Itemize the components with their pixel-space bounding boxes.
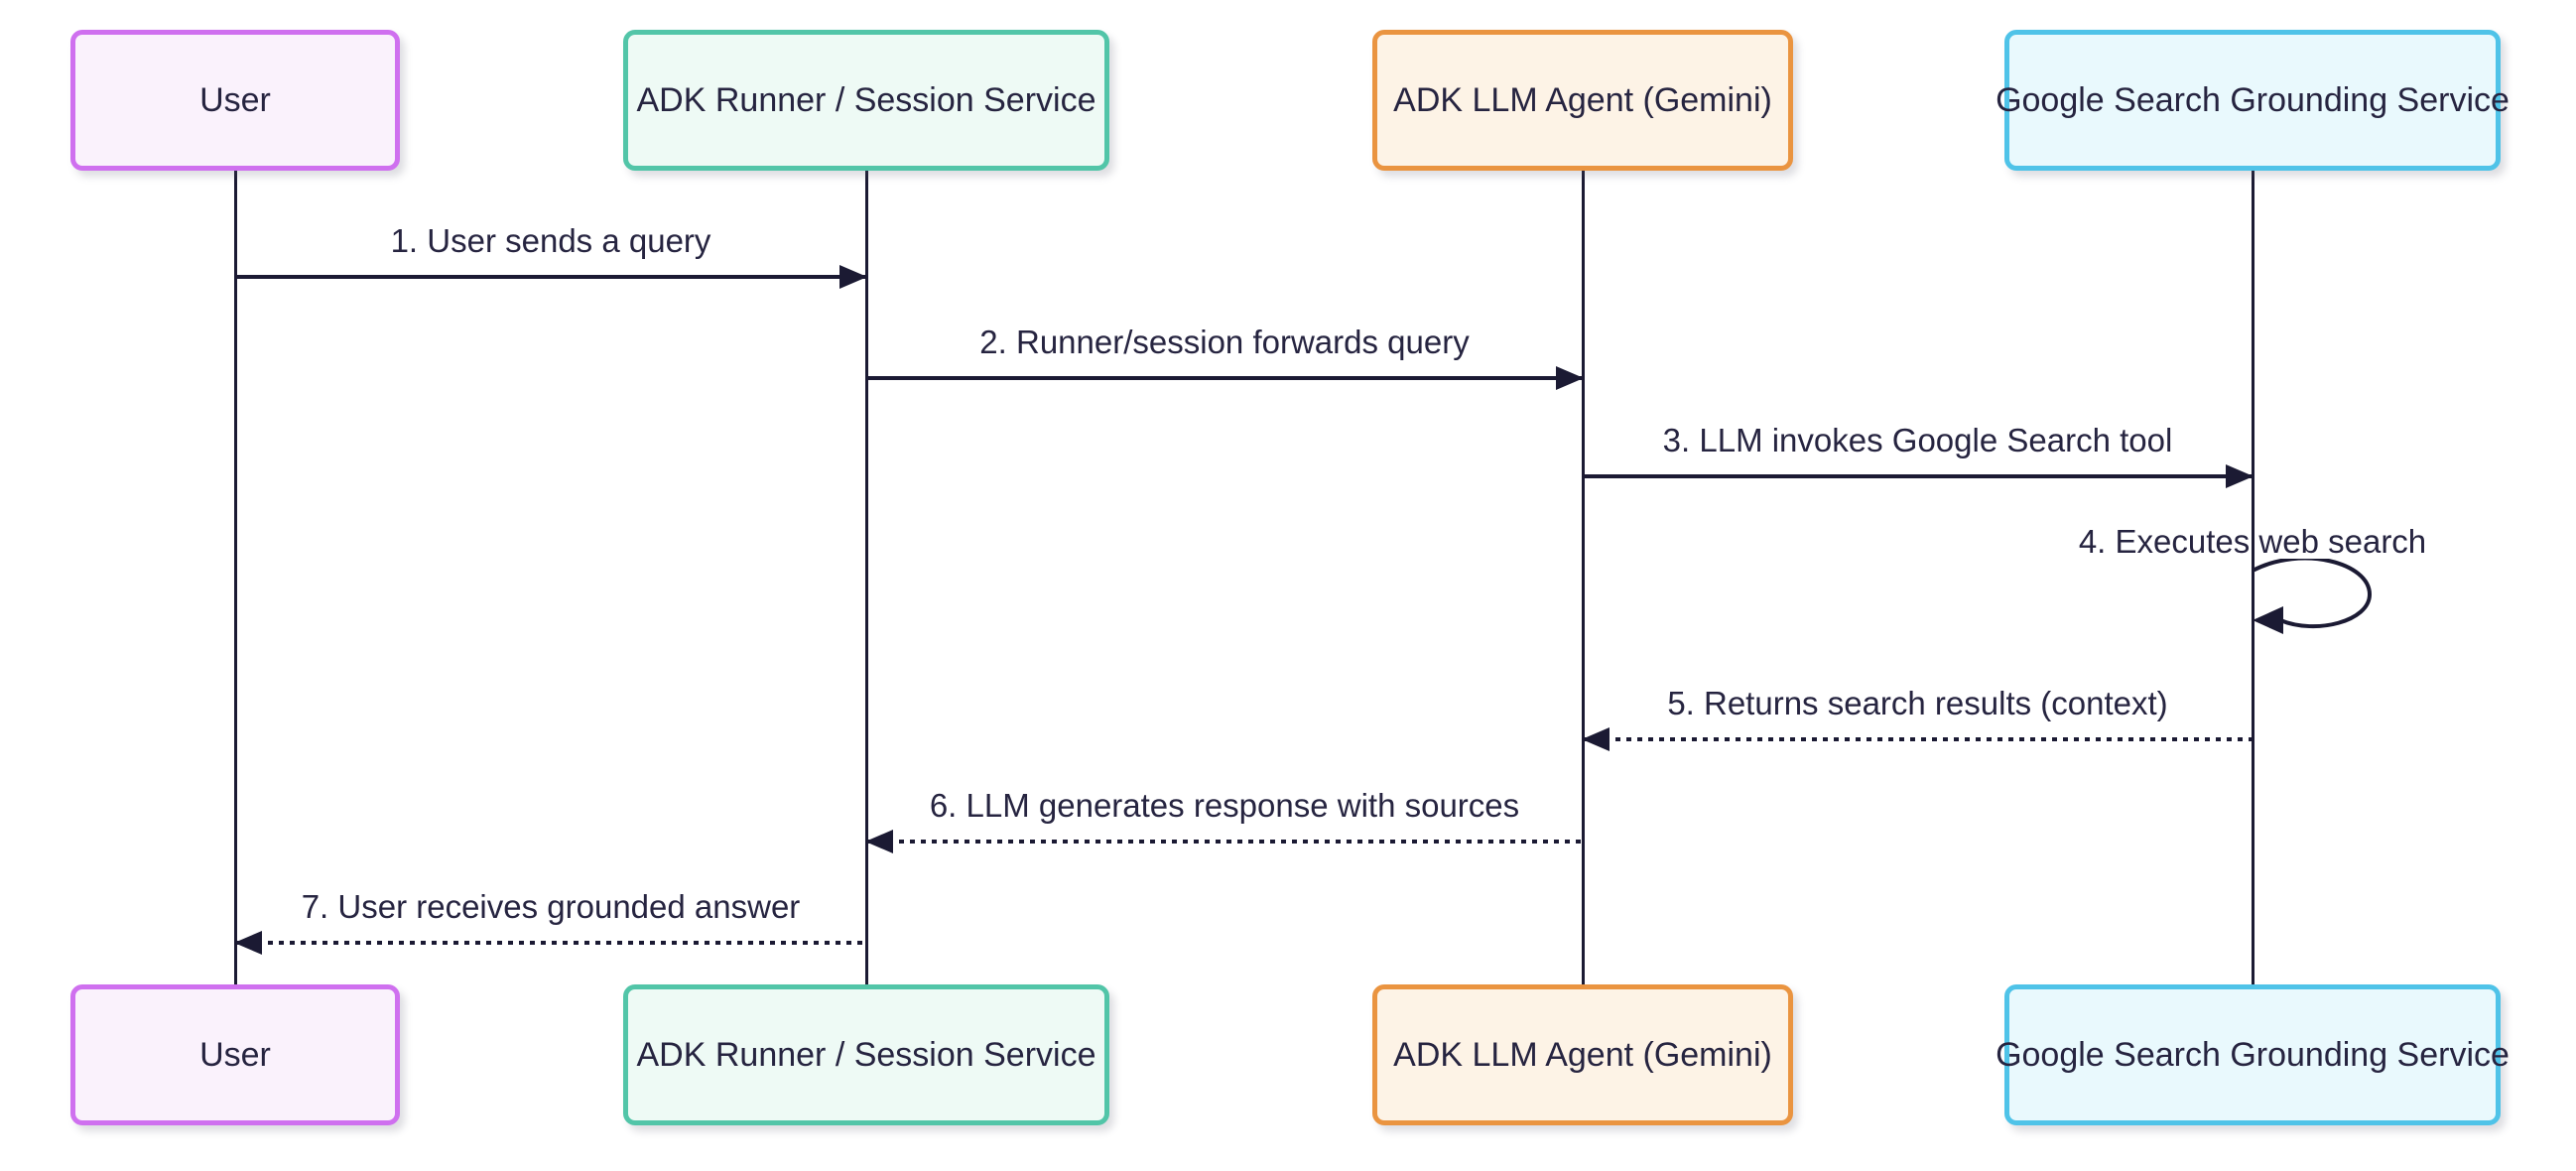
message-4-label: 4. Executes web search — [2078, 523, 2427, 560]
message-7-arrow — [234, 931, 866, 955]
lifeline-google — [2252, 171, 2254, 986]
actor-box-llm-top: ADK LLM Agent (Gemini) — [1372, 30, 1793, 171]
arrowhead-right-icon — [2226, 464, 2254, 488]
actor-box-user-bottom: User — [70, 984, 400, 1125]
message-6: 6. LLM generates response with sources — [865, 786, 1583, 853]
lifeline-user — [234, 171, 237, 986]
actor-box-google-top: Google Search Grounding Service — [1996, 30, 2510, 171]
arrowhead-right-icon — [1556, 366, 1584, 390]
actor-label-google: Google Search Grounding Service — [1996, 1035, 2510, 1074]
arrowhead-left-icon — [234, 931, 262, 955]
actor-box-runner-bottom: ADK Runner / Session Service — [623, 984, 1109, 1125]
arrowhead-left-icon — [1582, 727, 1610, 751]
actor-label-llm: ADK LLM Agent (Gemini) — [1393, 80, 1772, 119]
message-1-arrow — [235, 265, 867, 289]
message-5: 5. Returns search results (context) — [1582, 684, 2253, 751]
message-1: 1. User sends a query — [235, 221, 867, 289]
actor-box-runner-top: ADK Runner / Session Service — [623, 30, 1109, 171]
actor-label-runner: ADK Runner / Session Service — [636, 80, 1096, 119]
message-7: 7. User receives grounded answer — [234, 887, 866, 955]
message-2-arrow — [866, 366, 1584, 390]
arrowhead-right-icon — [839, 265, 867, 289]
actor-label-user: User — [199, 1035, 271, 1074]
lifeline-llm — [1582, 171, 1585, 986]
actor-box-user-top: User — [70, 30, 400, 171]
message-7-label: 7. User receives grounded answer — [301, 888, 801, 925]
message-6-arrow — [865, 830, 1583, 853]
lifeline-runner — [865, 171, 868, 986]
message-6-label: 6. LLM generates response with sources — [929, 787, 1520, 824]
message-3-label: 3. LLM invokes Google Search tool — [1662, 422, 2173, 458]
arrowhead-left-icon — [865, 830, 893, 853]
message-3-arrow — [1583, 464, 2254, 488]
message-2-label: 2. Runner/session forwards query — [979, 324, 1470, 360]
actor-box-google-bottom: Google Search Grounding Service — [1996, 984, 2510, 1125]
actor-label-google: Google Search Grounding Service — [1996, 80, 2510, 119]
message-5-arrow — [1582, 727, 2253, 751]
message-1-label: 1. User sends a query — [390, 222, 711, 259]
message-3: 3. LLM invokes Google Search tool — [1583, 421, 2254, 488]
actor-label-user: User — [199, 80, 271, 119]
actor-label-runner: ADK Runner / Session Service — [636, 1035, 1096, 1074]
message-2: 2. Runner/session forwards query — [866, 323, 1584, 390]
self-loop-arrow-icon — [2252, 559, 2373, 634]
message-5-label: 5. Returns search results (context) — [1667, 685, 2168, 721]
actor-label-llm: ADK LLM Agent (Gemini) — [1393, 1035, 1772, 1074]
actor-box-llm-bottom: ADK LLM Agent (Gemini) — [1372, 984, 1793, 1125]
